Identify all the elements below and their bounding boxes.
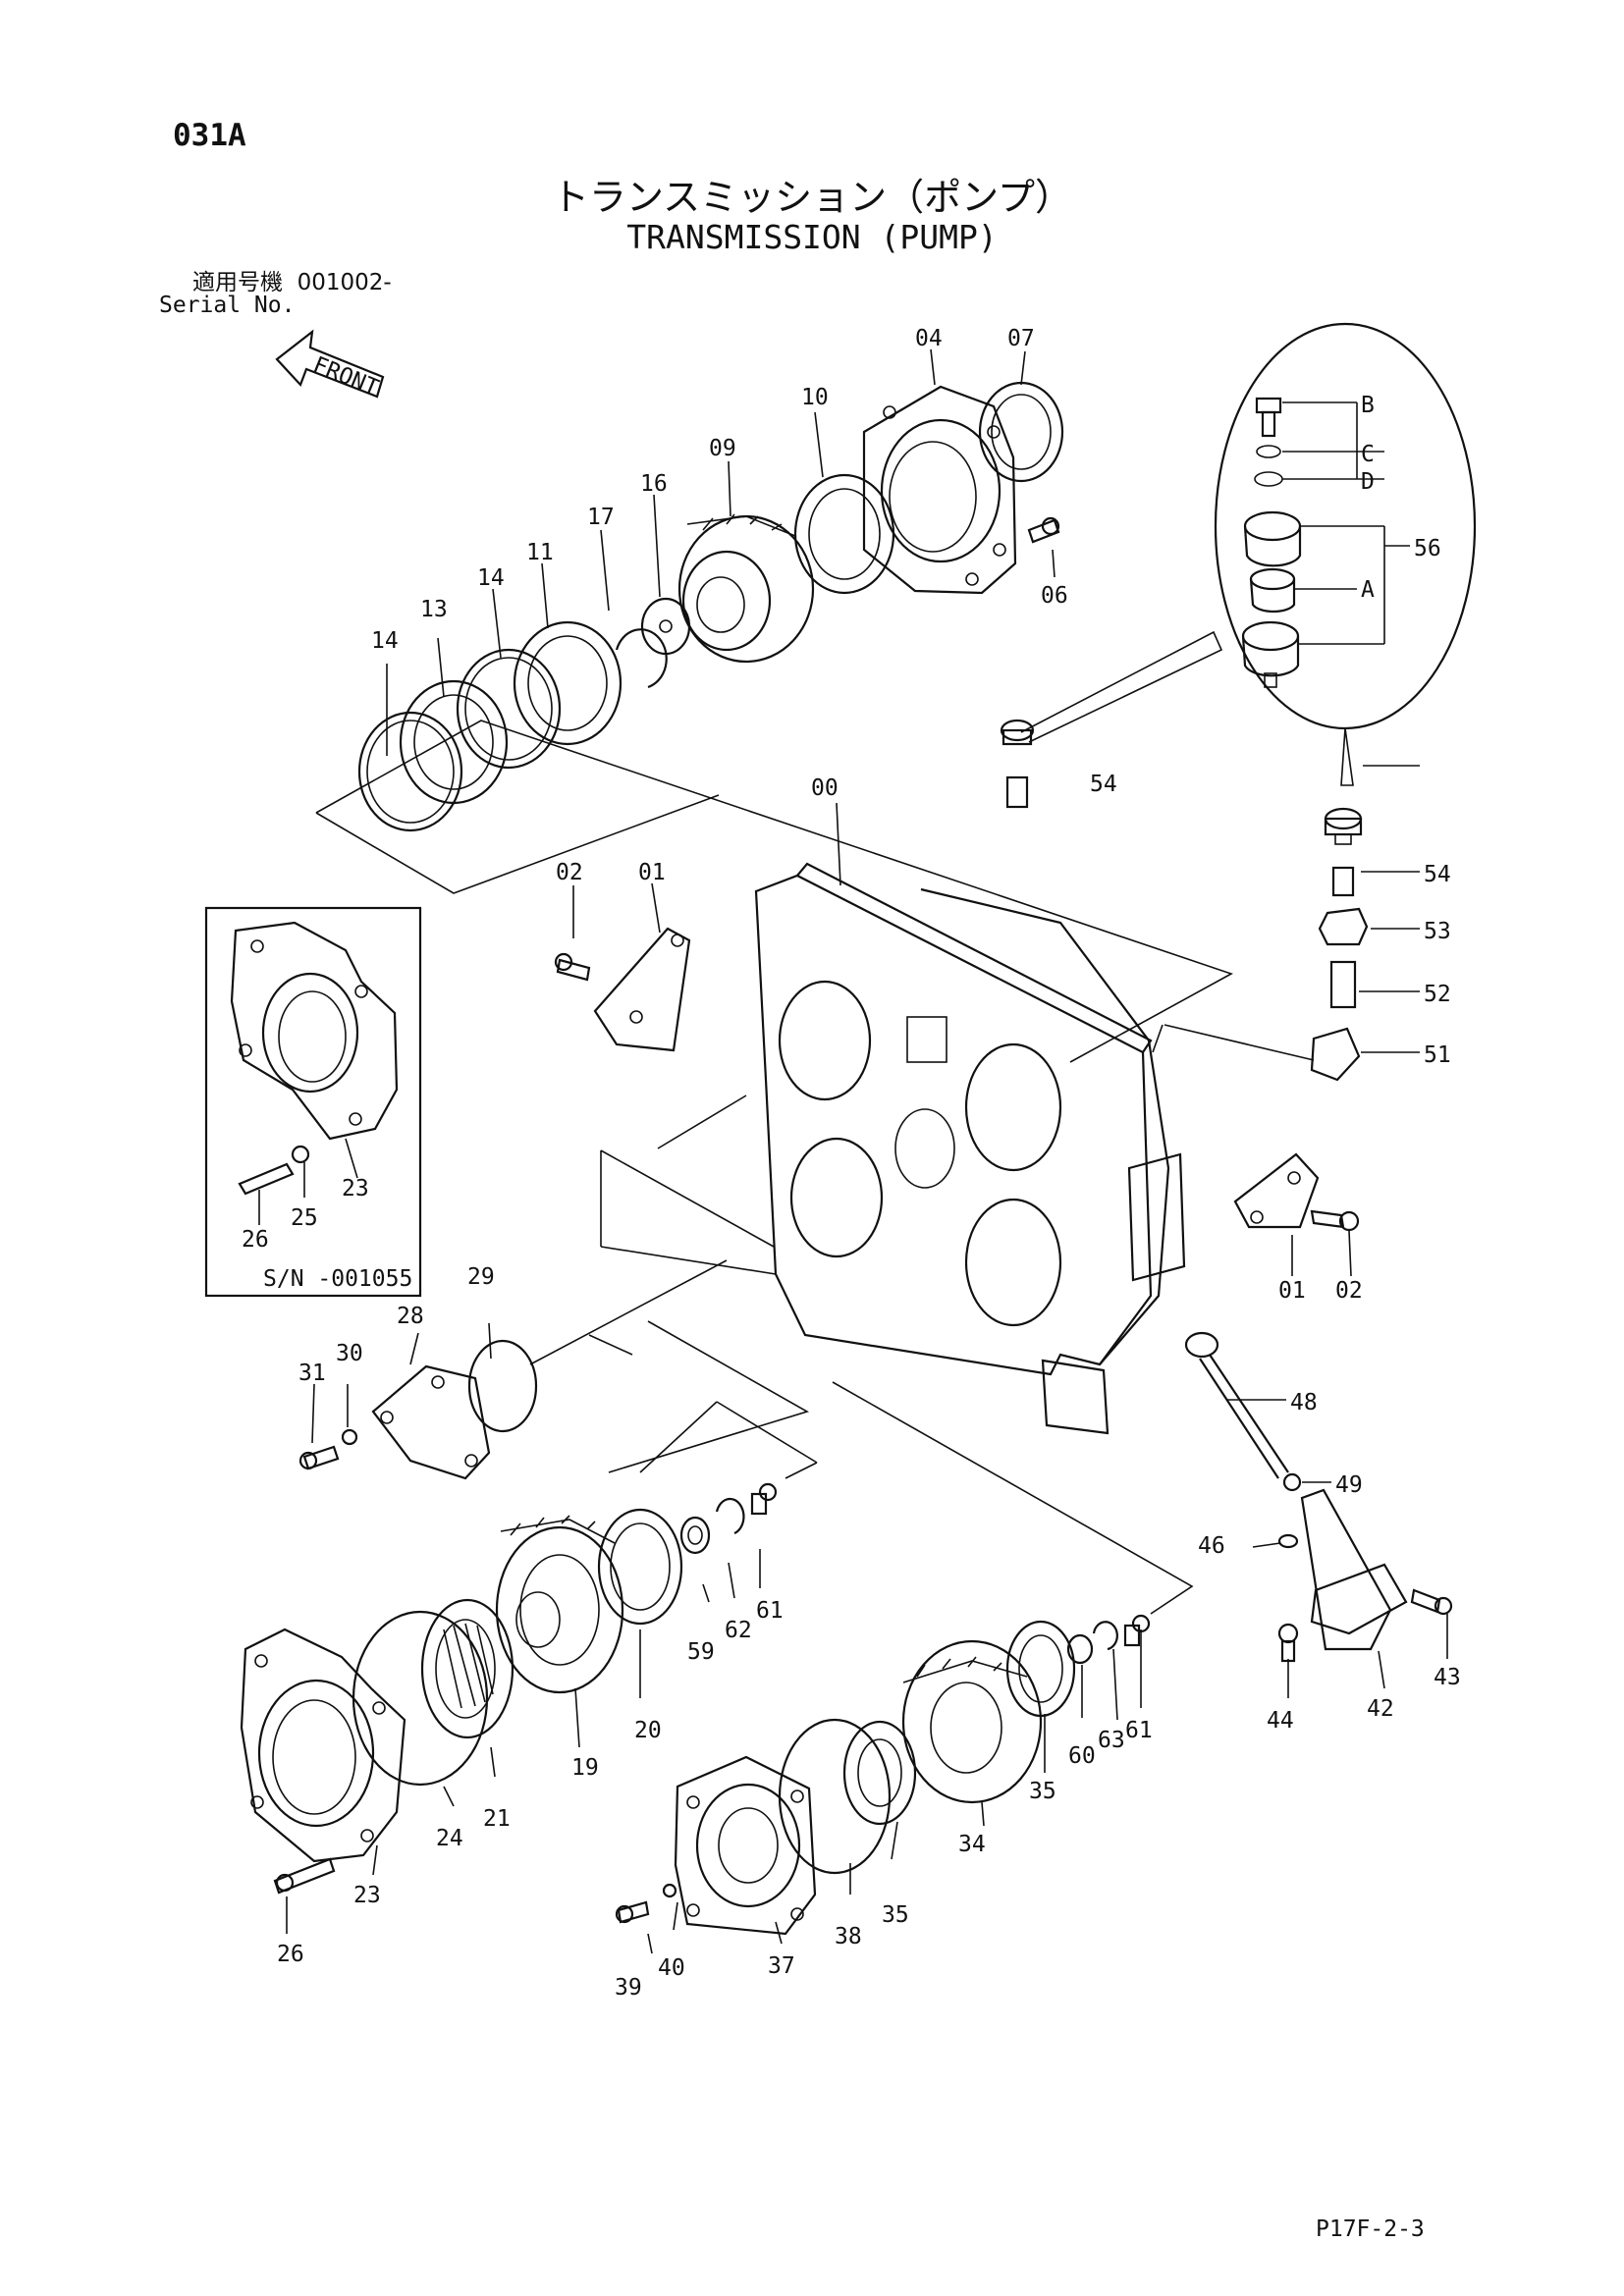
- label-b: B: [1361, 393, 1375, 418]
- label-26b: 26: [277, 1942, 304, 1967]
- label-62: 62: [725, 1618, 752, 1643]
- label-54: 54: [1090, 772, 1117, 797]
- label-63: 63: [1098, 1728, 1125, 1753]
- label-06: 06: [1041, 583, 1068, 609]
- upper-assembly: [315, 381, 1233, 1063]
- label-24: 24: [436, 1826, 463, 1851]
- label-16: 16: [640, 471, 668, 497]
- label-56: 56: [1414, 536, 1441, 561]
- lower-right-gear-group: [615, 1381, 1194, 1936]
- label-14: 14: [477, 565, 505, 591]
- inset-cover-detail: [204, 906, 422, 1298]
- label-17: 17: [587, 505, 615, 530]
- label-07: 07: [1007, 326, 1035, 351]
- label-d: D: [1361, 469, 1375, 495]
- serial-label-jp-text: 適用号機: [192, 270, 283, 295]
- label-leaders: [286, 348, 1448, 1954]
- title-english: TRANSMISSION (PUMP): [626, 218, 998, 256]
- label-19: 19: [571, 1755, 599, 1781]
- label-46: 46: [1198, 1533, 1225, 1559]
- footer-code: P17F-2-3: [1316, 2216, 1425, 2242]
- label-34: 34: [958, 1832, 986, 1857]
- label-39: 39: [615, 1975, 642, 2001]
- label-01b: 01: [1278, 1278, 1306, 1304]
- serial-value: 001002-: [297, 270, 392, 295]
- label-26: 26: [242, 1227, 269, 1253]
- label-49: 49: [1335, 1472, 1363, 1498]
- label-23b: 23: [353, 1883, 381, 1908]
- label-13: 13: [420, 597, 448, 622]
- dipstick-filler-group: [1184, 1331, 1453, 1663]
- label-11: 11: [526, 540, 554, 565]
- label-54b: 54: [1424, 862, 1451, 887]
- label-04: 04: [915, 326, 943, 351]
- label-20: 20: [634, 1718, 662, 1743]
- label-60: 60: [1068, 1743, 1096, 1769]
- label-61: 61: [756, 1598, 784, 1624]
- label-35b: 35: [882, 1902, 909, 1928]
- label-44: 44: [1267, 1708, 1294, 1734]
- label-61b: 61: [1125, 1718, 1153, 1743]
- label-53: 53: [1424, 919, 1451, 944]
- label-38: 38: [835, 1924, 862, 1949]
- breather-fitting-stack: [1000, 322, 1477, 1082]
- page-code: 031A: [173, 118, 246, 153]
- label-10: 10: [801, 385, 829, 410]
- label-25: 25: [291, 1205, 318, 1231]
- mounting-brackets: [554, 927, 1360, 1232]
- label-inset-serial: S/N -001055: [263, 1266, 412, 1292]
- front-label: FRONT: [309, 352, 382, 401]
- lower-left-gear-group: [240, 1401, 818, 1895]
- label-37: 37: [768, 1953, 795, 1979]
- label-02: 02: [556, 860, 583, 885]
- label-09: 09: [709, 436, 736, 461]
- label-43: 43: [1434, 1665, 1461, 1690]
- front-arrow-icon: FRONT: [275, 329, 385, 401]
- main-housing: [588, 862, 1186, 1435]
- label-51: 51: [1424, 1042, 1451, 1068]
- label-31: 31: [298, 1361, 326, 1386]
- label-29: 29: [467, 1264, 495, 1290]
- label-00: 00: [811, 775, 839, 801]
- label-40: 40: [658, 1955, 685, 1981]
- label-14b: 14: [371, 628, 399, 654]
- label-c: C: [1361, 442, 1375, 467]
- part-number-labels: 00 01 02 01 02 04 07 06 09 10 16 17 11 1…: [242, 326, 1461, 2001]
- label-23: 23: [342, 1176, 369, 1201]
- label-35: 35: [1029, 1779, 1056, 1804]
- label-28: 28: [397, 1304, 424, 1329]
- serial-label-english: Serial No.: [159, 293, 296, 318]
- label-52: 52: [1424, 982, 1451, 1007]
- label-a: A: [1361, 577, 1375, 603]
- label-42: 42: [1367, 1696, 1394, 1722]
- label-01: 01: [638, 860, 666, 885]
- label-59: 59: [687, 1639, 715, 1665]
- side-cover-group: [298, 1259, 810, 1480]
- serial-label-japanese: 適用号機 001002-: [192, 263, 392, 296]
- label-48: 48: [1290, 1390, 1318, 1415]
- title-japanese: トランスミッション（ポンプ）: [551, 176, 1073, 219]
- label-02b: 02: [1335, 1278, 1363, 1304]
- label-21: 21: [483, 1806, 511, 1832]
- label-30: 30: [336, 1341, 363, 1366]
